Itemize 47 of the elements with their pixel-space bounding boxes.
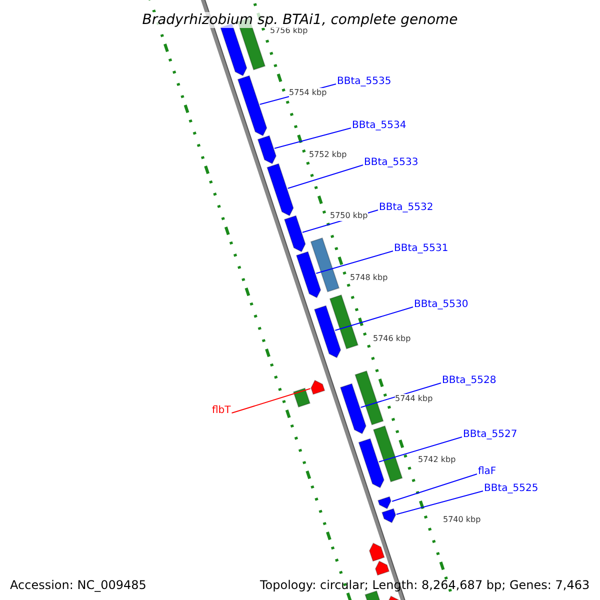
- scale-label: 5746 kbp: [373, 334, 411, 344]
- leader-line: [287, 164, 364, 189]
- gene-block: [237, 75, 268, 136]
- gene-label: BBta_5534: [352, 120, 406, 132]
- gene-block: [257, 135, 277, 164]
- leader-line: [378, 436, 462, 462]
- gene-block: [266, 163, 294, 216]
- gene-label: BBta_5533: [364, 157, 418, 169]
- gene-bar: [292, 388, 311, 408]
- leader-line: [231, 388, 311, 414]
- scale-label: 5752 kbp: [309, 150, 347, 160]
- scale-label: 5750 kbp: [330, 211, 368, 221]
- gene-label: BBta_5528: [442, 375, 496, 387]
- gene-block: [310, 380, 326, 395]
- gene-block: [374, 560, 390, 576]
- gene-block: [284, 215, 306, 252]
- gene-block: [358, 438, 384, 488]
- leader-line: [360, 382, 442, 408]
- gene-label: BBta_5531: [394, 243, 448, 255]
- leader-line: [316, 250, 394, 274]
- gene-block: [368, 542, 385, 562]
- scale-label: 5754 kbp: [289, 88, 327, 98]
- scale-label: 5748 kbp: [350, 273, 388, 283]
- gene-label: BBta_5535: [337, 76, 392, 88]
- gene-label: BBta_5525: [484, 483, 538, 495]
- leader-line: [334, 306, 414, 331]
- gene-block: [377, 496, 392, 510]
- gene-block: [314, 305, 342, 358]
- gene-block: [381, 508, 396, 524]
- gene-label: flaF: [478, 466, 496, 478]
- gene-block: [340, 383, 366, 434]
- gene-block: [296, 251, 322, 298]
- gene-bar: [329, 294, 359, 350]
- gene-bar: [310, 237, 340, 292]
- gene-label: BBta_5527: [463, 429, 518, 441]
- gene-label: flbT: [212, 405, 231, 417]
- scale-label: 5742 kbp: [418, 455, 456, 465]
- leader-line: [396, 490, 484, 515]
- gene-bar: [354, 370, 384, 426]
- leader-line: [274, 128, 352, 149]
- gene-bar: [372, 425, 403, 482]
- gene-label: BBta_5532: [379, 202, 434, 214]
- scale-label: 5740 kbp: [443, 515, 481, 525]
- gene-label: BBta_5530: [414, 299, 468, 311]
- accession-text: Accession: NC_009485: [10, 578, 146, 592]
- leader-line: [392, 474, 478, 502]
- scale-label: 5744 kbp: [395, 394, 433, 404]
